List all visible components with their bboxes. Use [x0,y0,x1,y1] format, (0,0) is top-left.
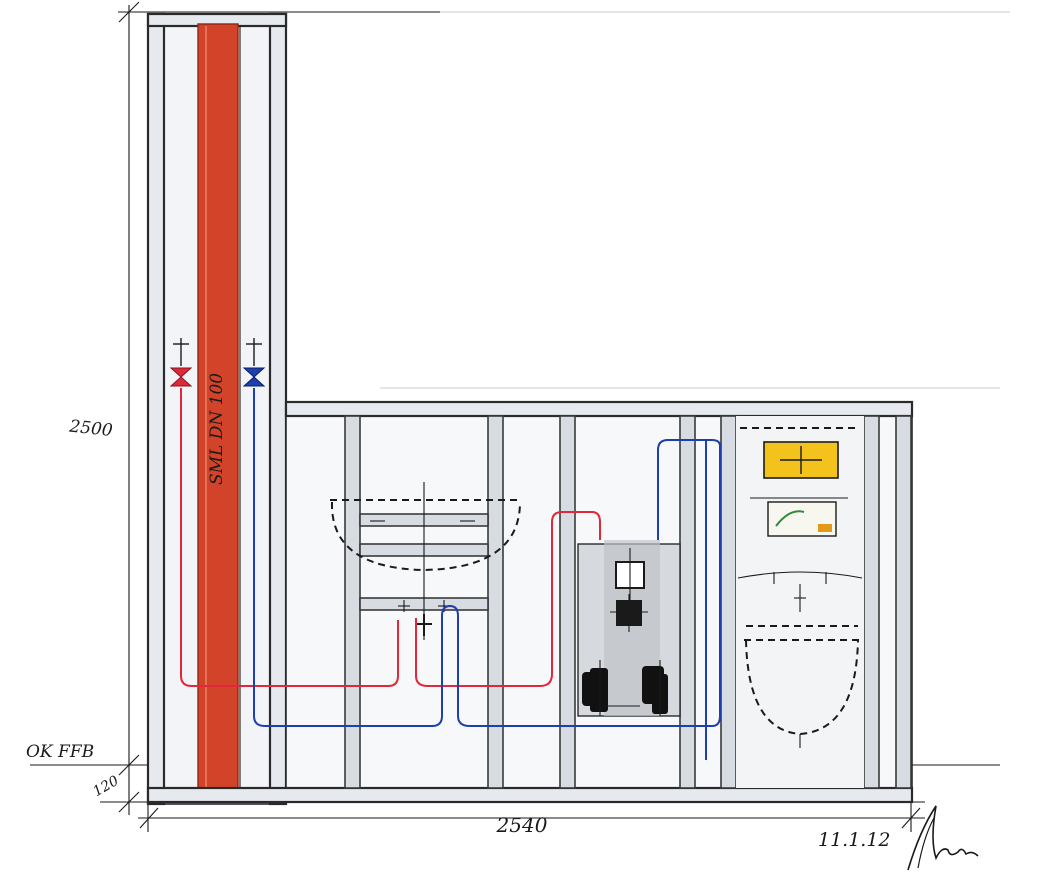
signature [907,805,979,871]
washbasin-module [330,482,521,640]
waste-pipe-label: SML DN 100 [207,373,227,485]
stud [720,415,737,789]
middle-fixture-module [577,540,681,717]
width-dimension-label: 2540 [496,813,548,837]
hot-water-valve-icon [169,367,193,387]
stud [679,415,696,789]
stud [559,415,576,789]
floor-offset-label: 120 [90,773,121,800]
wc-bowl-outline [745,639,859,736]
riser-shaft: SML DN 100 [146,12,288,806]
stud [863,415,880,789]
stud [344,415,361,789]
height-dimension-label: 2500 [67,416,113,441]
stud [895,415,912,789]
hot-water-pipes [169,338,601,687]
floor-level-label: OK FFB [26,742,94,762]
date-label: 11.1.12 [818,829,891,851]
wc-module [736,416,864,788]
dimension-lines [118,1,925,832]
cold-water-pipes [242,338,721,760]
cold-water-valve-icon [242,367,266,387]
stud [487,415,504,789]
waste-pipe [197,23,239,793]
